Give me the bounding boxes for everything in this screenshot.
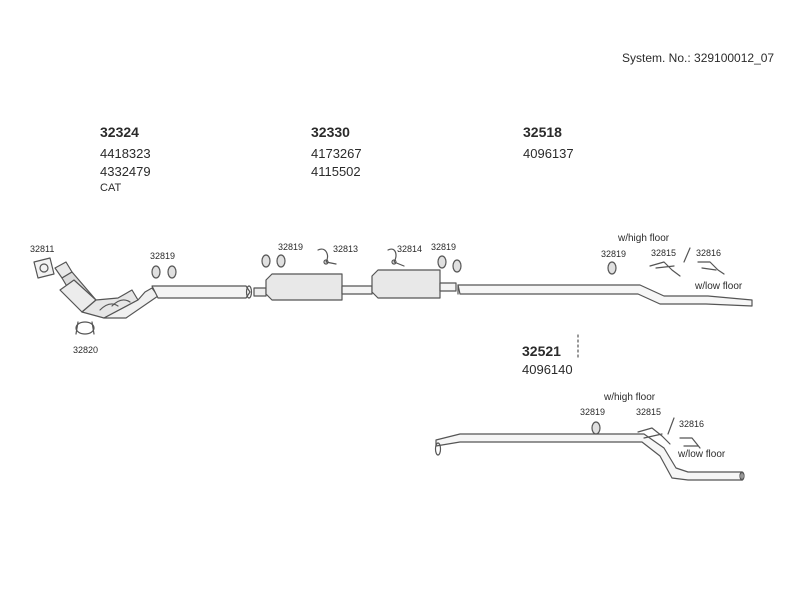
option-slash [683,247,691,263]
part-label-32819: 32819 [601,249,627,259]
rubber-mount-32819 [437,255,462,273]
part-label-32819: 32819 [150,251,176,261]
bracket-32816 [697,261,725,275]
group-code: 4173267 [311,146,362,161]
group-code: 4096140 [522,362,573,377]
group-number-32521: 32521 [522,343,561,359]
hanger-32813 [317,248,337,265]
system-number: System. No.: 329100012_07 [622,51,775,65]
low-floor-note: w/low floor [695,281,743,292]
group-code: 4115502 [311,164,361,179]
catalyst-note: CAT [100,182,122,194]
rubber-mount-32819 [261,254,286,268]
clamp-32820 [75,321,95,335]
part-label-32811: 32811 [30,244,55,254]
part-label-32819: 32819 [431,242,457,252]
part-label-32816: 32816 [696,248,722,258]
part-label-32814: 32814 [397,244,423,254]
high-floor-note: w/high floor [604,392,656,403]
hanger-32814 [387,248,405,267]
rubber-mount-32819 [607,261,617,275]
part-label-32813: 32813 [333,244,359,254]
option-slash [667,417,675,435]
group-code: 4418323 [100,146,151,161]
rubber-mount-32819 [591,421,601,435]
bracket-32815 [637,427,671,445]
rubber-mount-32819 [151,265,177,279]
catalytic-converter-32324 [54,261,159,319]
bracket-32815 [649,261,681,277]
rear-pipe-32518 [457,284,753,307]
high-floor-note: w/high floor [618,233,670,244]
group-number-32330: 32330 [311,124,350,140]
part-label-32815: 32815 [636,407,662,417]
group-number-32518: 32518 [523,124,562,140]
part-label-32816: 32816 [679,419,705,429]
center-silencer-32330 [253,269,457,301]
part-label-32819: 32819 [278,242,304,252]
part-label-32815: 32815 [651,248,677,258]
group-code: 4332479 [100,164,151,179]
bracket-32816 [679,437,701,449]
part-label-32819: 32819 [580,407,606,417]
front-pipe [151,285,253,299]
group-number-32324: 32324 [100,124,139,140]
part-label-32820: 32820 [73,345,99,355]
low-floor-note: w/low floor [678,449,726,460]
flange-gasket-32811 [33,257,55,279]
tail-pipe-32521 [434,433,745,481]
group-code: 4096137 [523,146,574,161]
